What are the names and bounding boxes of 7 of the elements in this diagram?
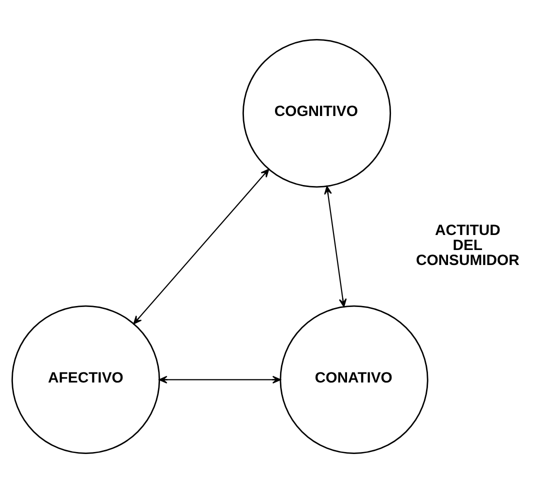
node-circle: AFECTIVO — [12, 304, 160, 454]
node-circle: COGNITIVO — [242, 38, 392, 188]
arrow — [133, 168, 270, 324]
arrow — [324, 185, 347, 307]
label: ACTITUD DEL CONSUMIDOR — [416, 222, 520, 268]
node-circle: CONATIVO — [280, 304, 428, 454]
arrow — [158, 375, 281, 384]
